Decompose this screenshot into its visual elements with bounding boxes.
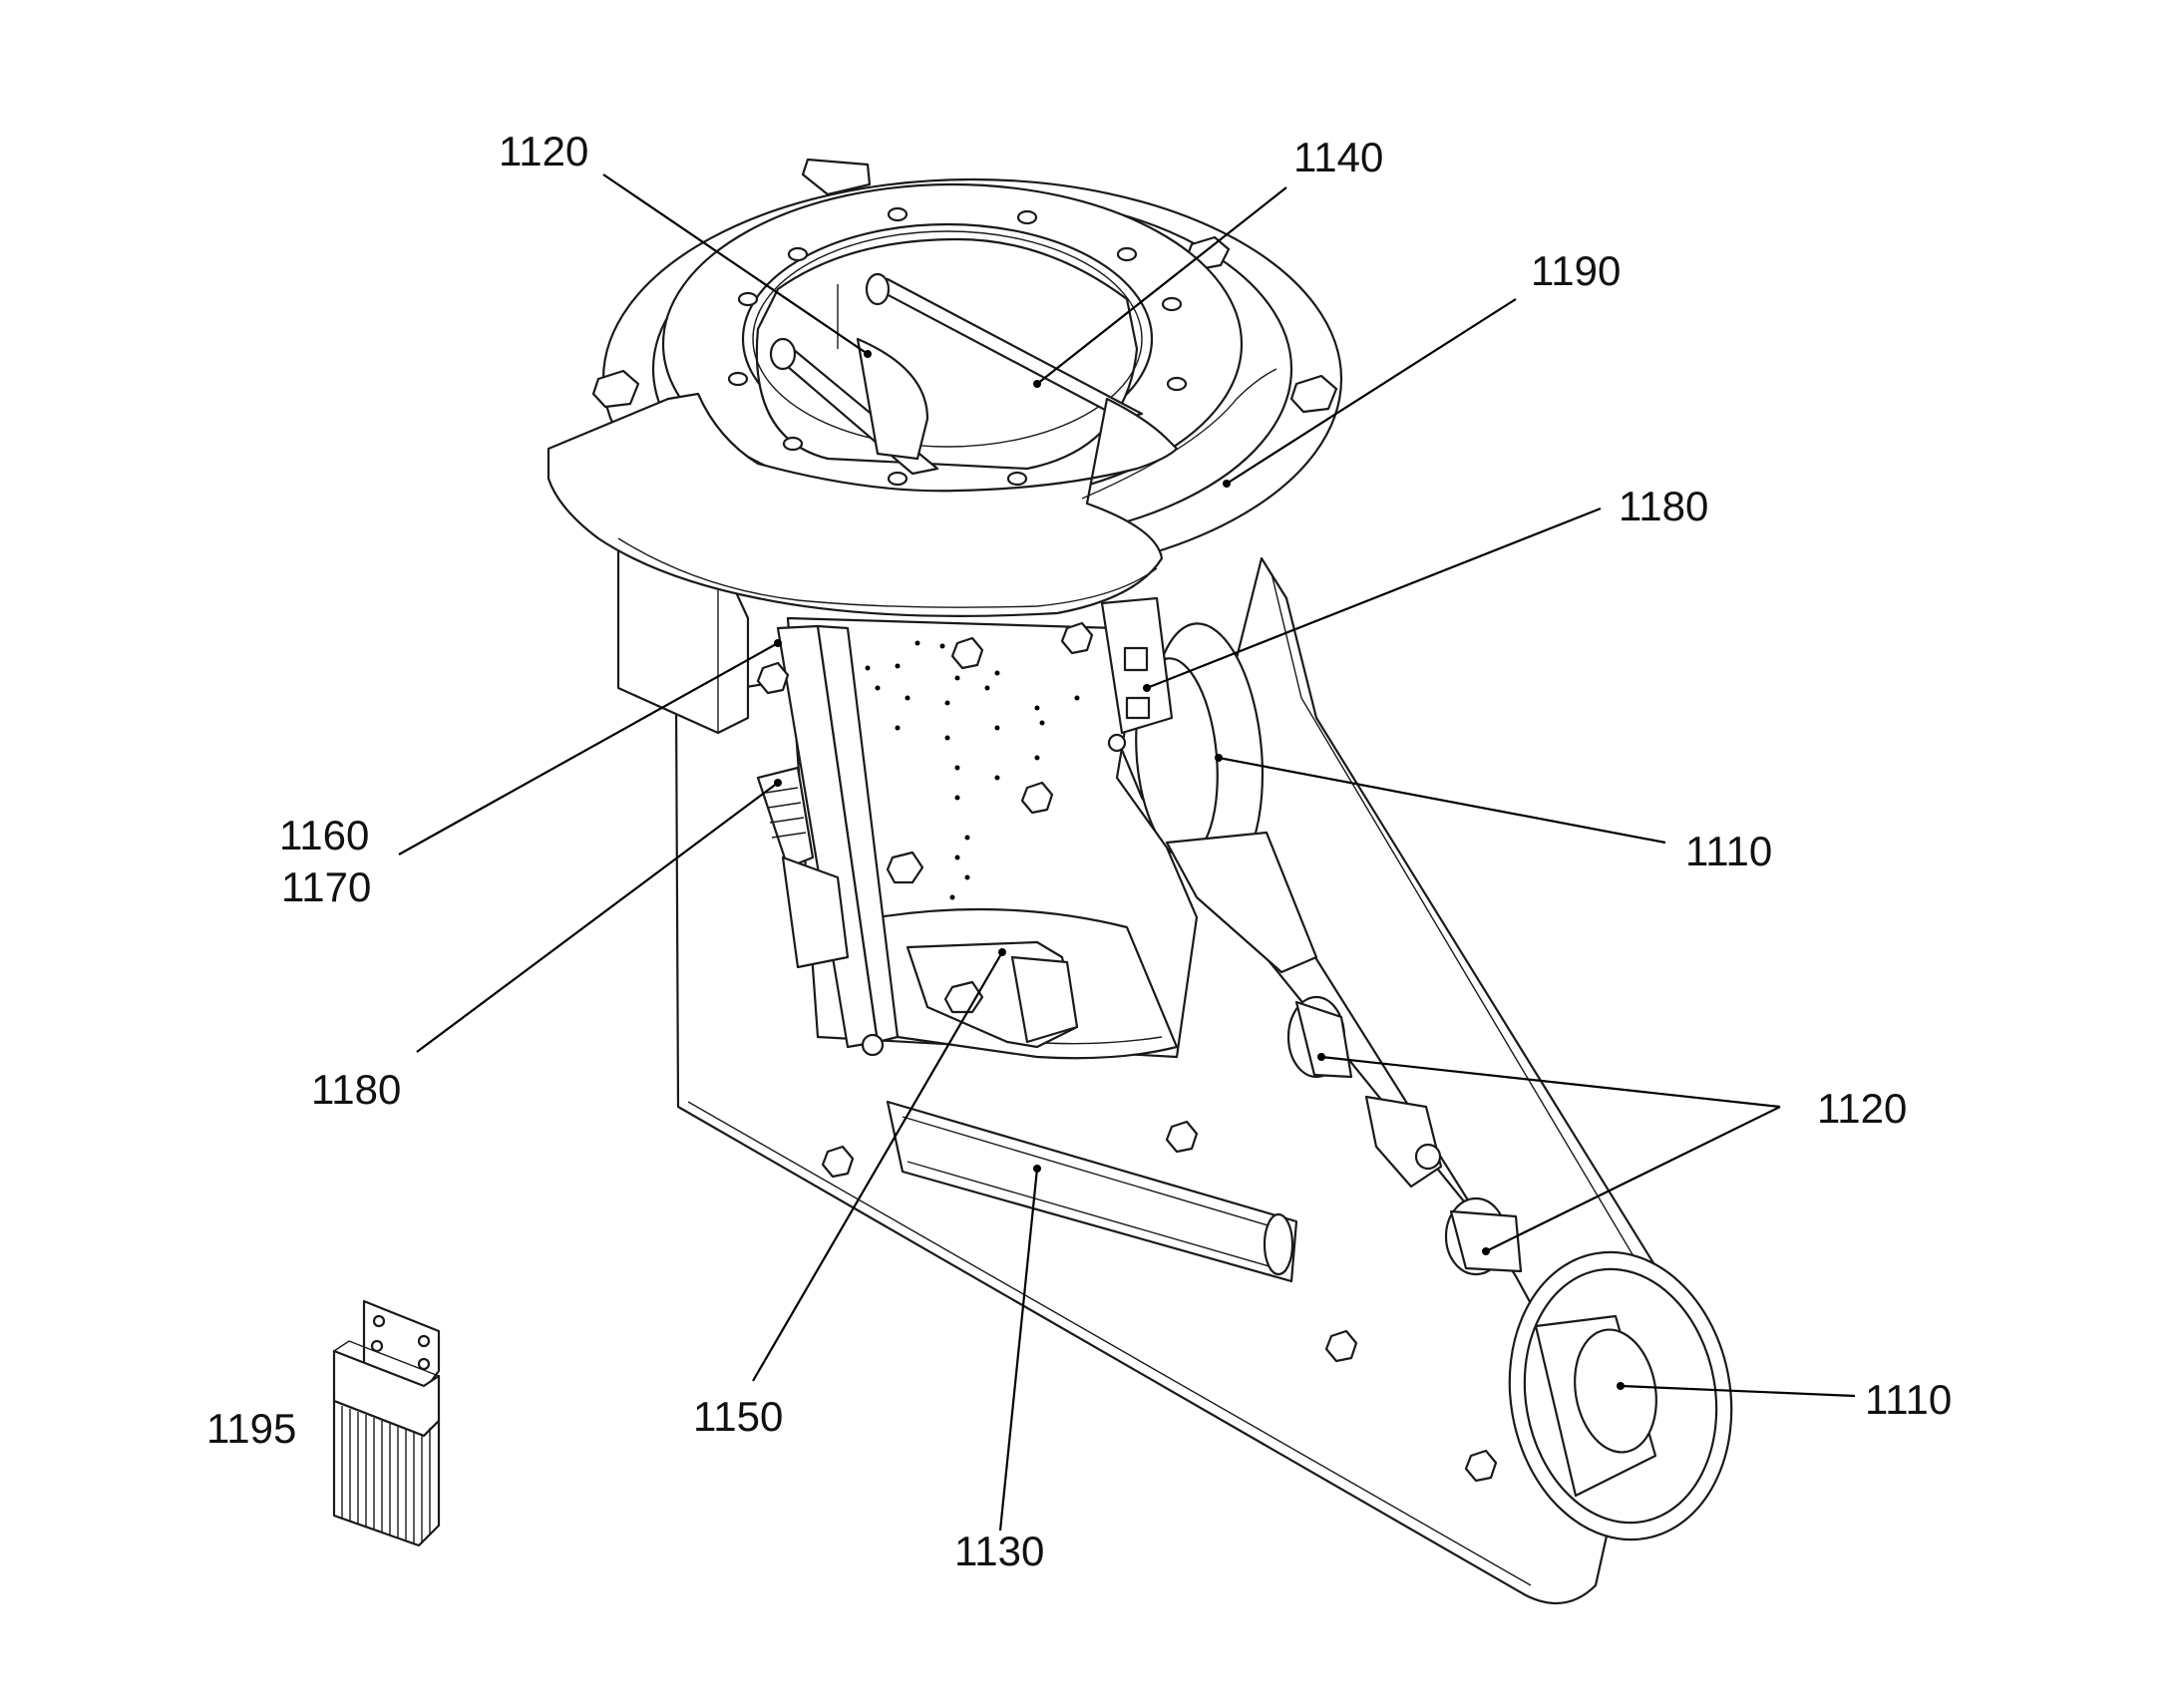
- mid-bracket: [906, 940, 1079, 1049]
- leader-1150: [752, 951, 1003, 1382]
- guide-fin: [1165, 831, 1318, 974]
- ref-1110-lower: 1110: [1865, 1376, 1952, 1423]
- ref-1180-left: 1180: [311, 1066, 401, 1113]
- leader-1180-right: [1146, 507, 1602, 690]
- leader-1180-left: [416, 782, 779, 1053]
- ref-1190: 1190: [1531, 247, 1621, 294]
- ref-1140: 1140: [1293, 134, 1383, 180]
- leader-1110-upper: [1218, 756, 1666, 845]
- front-cover-plate: [546, 368, 1277, 617]
- leader-1190: [1226, 298, 1517, 485]
- roller-mid-small: [1286, 995, 1353, 1079]
- reference-numerals: 1120 1140 1190 1180 1110 1160 1170 1180 …: [206, 128, 1952, 1574]
- leader-1120-top: [602, 173, 869, 355]
- ref-1150: 1150: [693, 1393, 783, 1440]
- bolts: [756, 621, 1498, 1483]
- perforations: [865, 640, 1080, 900]
- brush-bristles: [341, 1406, 431, 1544]
- roller-lower-wheel: [1508, 1250, 1733, 1541]
- leader-1120-right-a: [1320, 1055, 1781, 1109]
- brush-component: [332, 1299, 441, 1547]
- flange-rollers: [769, 272, 1144, 476]
- right-latch-block: [1100, 596, 1174, 753]
- ref-1120-top: 1120: [499, 128, 588, 174]
- leader-1120-right-b: [1485, 1106, 1781, 1252]
- roller-lower-small: [1444, 1196, 1523, 1276]
- leader-1130: [998, 1168, 1039, 1532]
- ref-1130: 1130: [954, 1528, 1044, 1574]
- leader-1110-lower: [1620, 1384, 1856, 1398]
- leader-lines: [398, 173, 1856, 1532]
- leader-1160: [398, 642, 779, 855]
- ref-1195: 1195: [206, 1405, 296, 1452]
- left-latch-bracket: [756, 766, 924, 969]
- right-bracket: [1364, 1095, 1443, 1189]
- roller-upper-wheel: [1135, 622, 1265, 883]
- slot-window: [886, 1100, 1298, 1283]
- ref-1180-right: 1180: [1619, 483, 1708, 529]
- vertical-rail: [776, 624, 900, 1057]
- ref-1160: 1160: [279, 812, 369, 858]
- ref-1170: 1170: [281, 863, 371, 910]
- ref-1110-upper: 1110: [1685, 828, 1772, 874]
- leader-1140: [1036, 186, 1287, 385]
- ref-1120-right: 1120: [1817, 1085, 1907, 1132]
- top-tab: [801, 158, 872, 196]
